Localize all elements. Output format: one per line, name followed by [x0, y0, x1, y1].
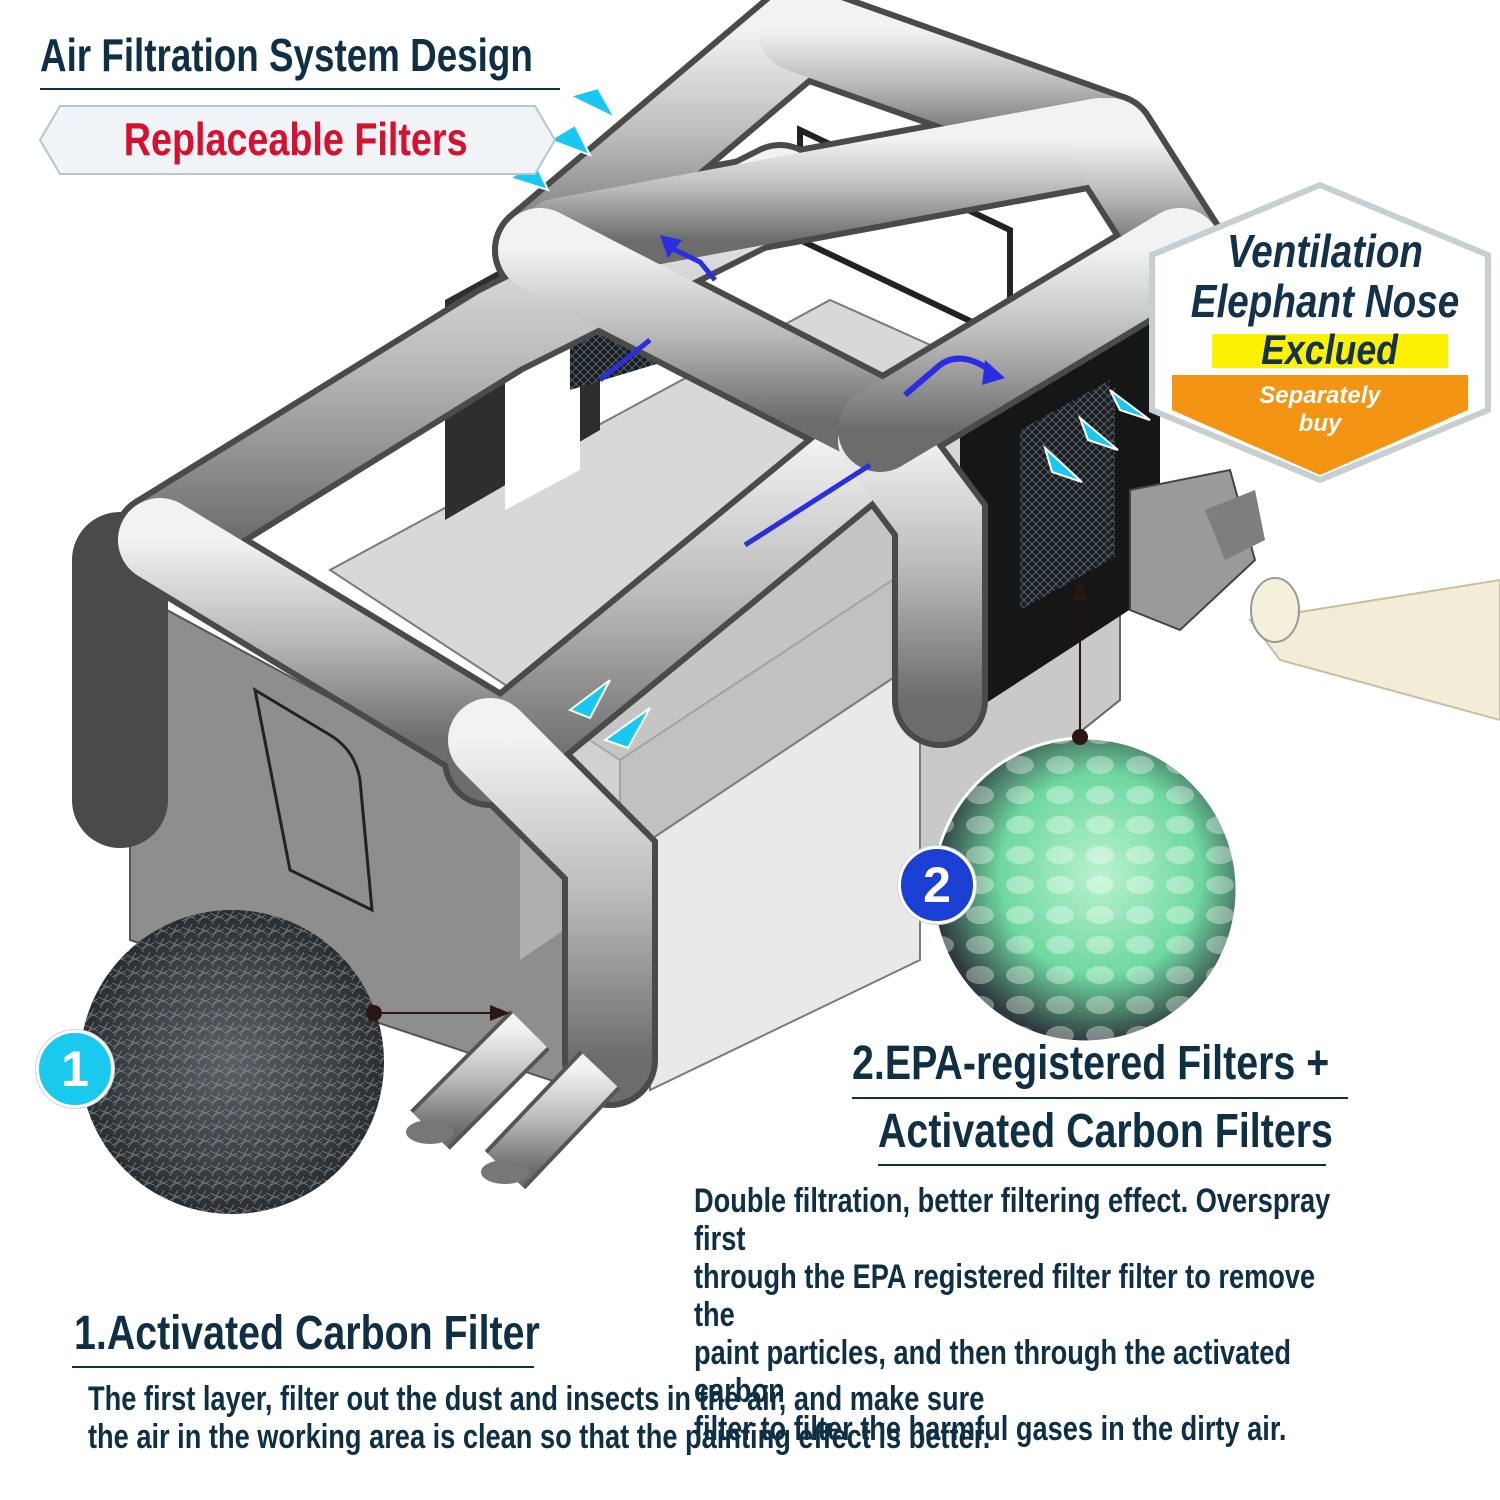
ventilation-badge	[1149, 181, 1491, 484]
filter1-description: The first layer, filter out the dust and…	[88, 1380, 990, 1456]
filter2-title-underline-1	[852, 1097, 1348, 1099]
badge-note-line-2: buy	[1298, 410, 1342, 437]
exhaust-fan	[1129, 468, 1500, 722]
filter1-title-underline	[72, 1366, 534, 1368]
filter2-description-line-1: Double filtration, better filtering effe…	[694, 1182, 1331, 1258]
inflatable-frame	[72, 0, 1228, 1108]
badge-line-1: Ventilation	[1226, 225, 1424, 277]
filter1-description-line-1: The first layer, filter out the dust and…	[88, 1380, 985, 1418]
subtitle-ribbon	[38, 105, 557, 175]
badge-note: Separately buy	[1235, 382, 1405, 438]
badge-excluded: Exclued	[1212, 326, 1448, 373]
filter1-title: 1.Activated Carbon Filter	[74, 1307, 540, 1360]
airflow-arrows	[507, 86, 1151, 750]
filter2-title-underline-2	[878, 1164, 1326, 1166]
carbon-filter-photo	[80, 910, 510, 1214]
number-badge-2: 2	[898, 846, 976, 924]
badge-note-line-1: Separately	[1259, 382, 1381, 409]
subtitle-replaceable-filters: Replaceable Filters	[36, 104, 556, 174]
badge-excluded-text: Exclued	[1261, 326, 1399, 373]
filter2-title-line-1: 2.EPA-registered Filters +	[852, 1037, 1330, 1090]
filter2-description: Double filtration, better filtering effe…	[694, 1182, 1339, 1448]
page-title: Air Filtration System Design	[40, 29, 533, 81]
number-badge-1: 1	[36, 1030, 114, 1108]
filter2-description-line-2: through the EPA registered filter filter…	[694, 1258, 1316, 1334]
title-underline	[40, 88, 560, 90]
badge-line-2: Elephant Nose	[1190, 275, 1460, 327]
filter1-description-line-2: the air in the working area is clean so …	[88, 1418, 991, 1456]
filter2-title-line-2: Activated Carbon Filters	[878, 1105, 1333, 1158]
filter2-description-line-3: paint particles, and then through the ac…	[694, 1334, 1291, 1410]
filter2-description-line-4: filter to filter the harmful gases in th…	[694, 1410, 1287, 1448]
air-intake-tubes	[406, 1010, 621, 1190]
badge-heading: Ventilation Elephant Nose	[1165, 226, 1485, 326]
subtitle-text: Replaceable Filters	[124, 113, 468, 165]
